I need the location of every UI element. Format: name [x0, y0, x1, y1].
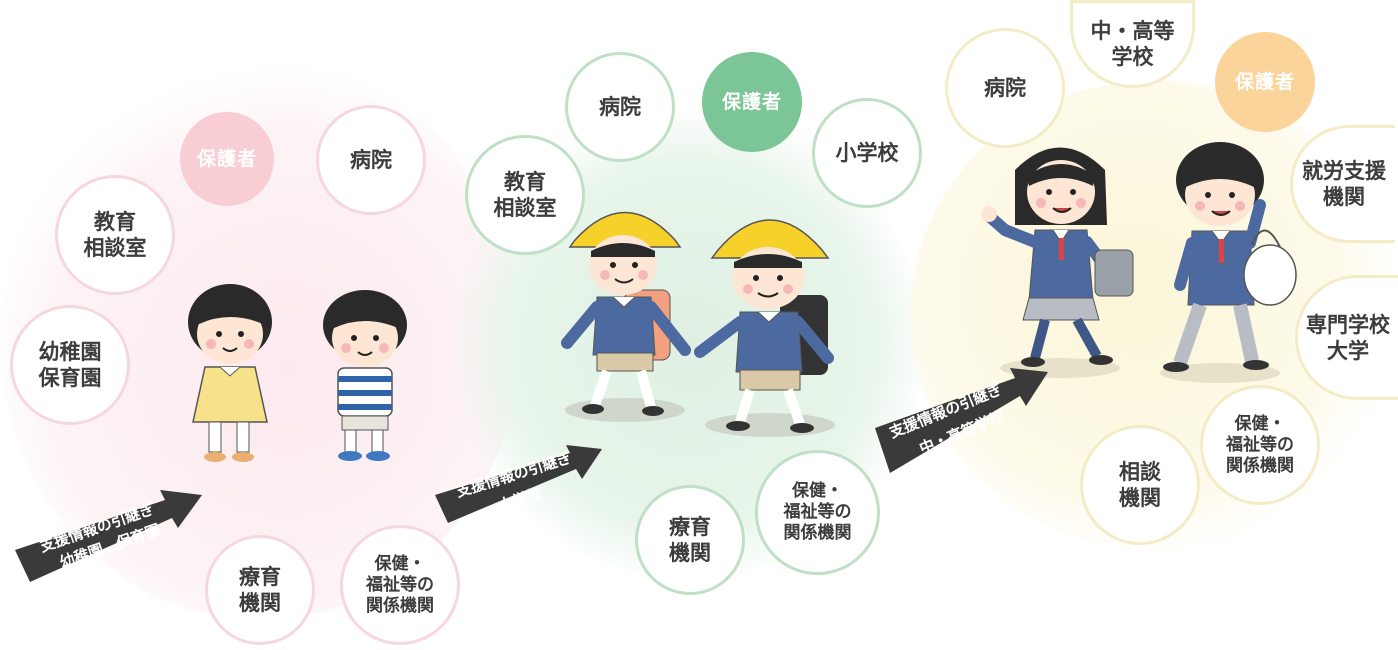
stage2-transfer-arrow: 支援情報の引継ぎ 小学校	[435, 445, 602, 523]
elementary-girl-illustration	[561, 211, 691, 422]
stage2-elementary-node: 小学校	[812, 98, 922, 208]
stage1-guardian-node: 保護者	[180, 112, 274, 206]
stage3-employment-node: 就労支援 機関	[1290, 125, 1395, 243]
secondary-boy-student-illustration	[1160, 142, 1297, 383]
stage3-transfer-arrow: 支援情報の引継ぎ 中・高等学校	[875, 368, 1048, 473]
secondary-girl-student-illustration	[981, 147, 1134, 378]
stage3-welfare-node: 保健・ 福祉等の 関係機関	[1200, 385, 1320, 505]
elementary-boy-illustration	[694, 219, 835, 437]
stage3-hospital-node: 病院	[945, 28, 1065, 148]
stage2-guardian-node: 保護者	[702, 52, 802, 152]
stage2-hospital-node: 病院	[565, 52, 675, 162]
stage1-hospital-node: 病院	[316, 105, 426, 215]
stage1-education-consult-node: 教育 相談室	[55, 175, 175, 295]
stage1-kindergarten-node: 幼稚園 保育園	[10, 305, 130, 425]
preschool-boy-illustration	[323, 290, 407, 461]
stage2-welfare-node: 保健・ 福祉等の 関係機関	[755, 450, 880, 575]
stage3-vocational-node: 専門学校 大学	[1295, 275, 1398, 400]
stage2-therapy-node: 療育 機関	[635, 485, 745, 595]
stage2-education-consult-node: 教育 相談室	[465, 135, 585, 255]
preschool-girl-illustration	[188, 284, 272, 462]
stage3-consult-node: 相談 機関	[1080, 425, 1200, 545]
stage1-welfare-node: 保健・ 福祉等の 関係機関	[340, 525, 460, 645]
stage1-transfer-arrow: 支援情報の引継ぎ 幼稚園、保育園	[15, 490, 202, 582]
stage3-guardian-node: 保護者	[1215, 32, 1315, 132]
stage3-middle-high-node: 中・高等 学校	[1070, 0, 1195, 88]
stage1-therapy-node: 療育 機関	[205, 535, 315, 645]
